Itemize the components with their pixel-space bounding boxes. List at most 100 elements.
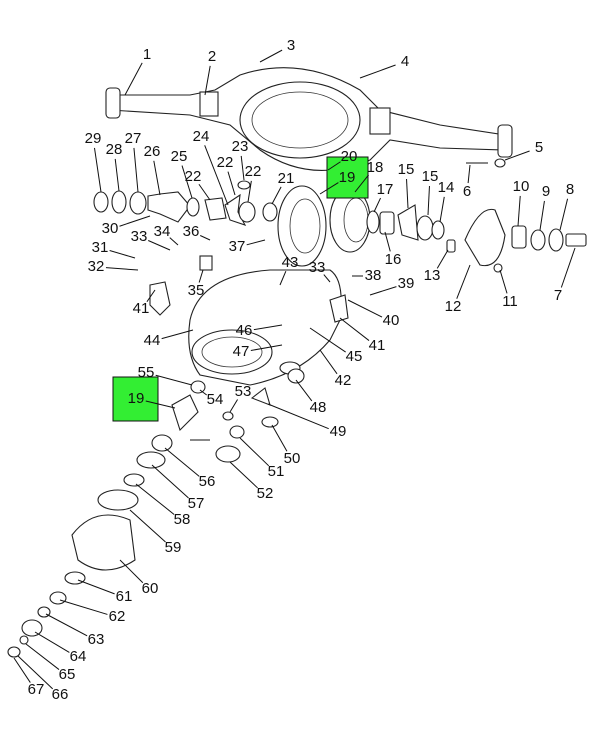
leader-line-35 [198, 269, 204, 283]
callout-28[interactable]: 28 [106, 141, 123, 158]
callout-40[interactable]: 40 [383, 312, 400, 329]
callout-6[interactable]: 6 [463, 183, 471, 200]
leader-line-40 [347, 299, 383, 318]
leader-line-22 [198, 183, 211, 201]
callout-62[interactable]: 62 [109, 608, 126, 625]
callout-13[interactable]: 13 [424, 267, 441, 284]
callout-20[interactable]: 20 [341, 148, 358, 165]
callout-15[interactable]: 15 [398, 161, 415, 178]
callout-32[interactable]: 32 [88, 258, 105, 275]
callout-2[interactable]: 2 [208, 48, 216, 65]
callout-63[interactable]: 63 [88, 631, 105, 648]
callout-48[interactable]: 48 [310, 399, 327, 416]
callout-67[interactable]: 67 [28, 681, 45, 698]
callout-53[interactable]: 53 [235, 383, 252, 400]
leader-line-13 [436, 249, 449, 269]
callout-52[interactable]: 52 [257, 485, 274, 502]
callout-29[interactable]: 29 [85, 130, 102, 147]
callout-47[interactable]: 47 [233, 343, 250, 360]
callout-46[interactable]: 46 [236, 322, 253, 339]
leader-line-15 [427, 185, 430, 216]
leader-line-12 [456, 264, 471, 299]
callout-9[interactable]: 9 [542, 183, 550, 200]
callout-38[interactable]: 38 [365, 267, 382, 284]
callout-45[interactable]: 45 [346, 348, 363, 365]
leader-line-41 [339, 317, 370, 341]
callout-18[interactable]: 18 [367, 159, 384, 176]
leader-line-65 [25, 643, 60, 670]
callout-54[interactable]: 54 [207, 391, 224, 408]
callout-44[interactable]: 44 [144, 332, 161, 349]
callout-60[interactable]: 60 [142, 580, 159, 597]
callout-8[interactable]: 8 [566, 181, 574, 198]
leader-line-10 [517, 195, 521, 227]
callout-36[interactable]: 36 [183, 223, 200, 240]
callout-23[interactable]: 23 [232, 138, 249, 155]
callout-15[interactable]: 15 [422, 168, 439, 185]
callout-65[interactable]: 65 [59, 666, 76, 683]
callout-27[interactable]: 27 [125, 130, 142, 147]
leader-line-18 [354, 174, 369, 193]
callout-31[interactable]: 31 [92, 239, 109, 256]
callout-51[interactable]: 51 [268, 463, 285, 480]
callout-16[interactable]: 16 [385, 251, 402, 268]
callout-33[interactable]: 33 [309, 259, 326, 276]
callout-41[interactable]: 41 [133, 300, 150, 317]
callout-37[interactable]: 37 [229, 238, 246, 255]
highlight-box-19-lower[interactable] [112, 376, 159, 422]
callout-49[interactable]: 49 [330, 423, 347, 440]
callout-10[interactable]: 10 [513, 178, 530, 195]
callout-61[interactable]: 61 [116, 588, 133, 605]
callout-19[interactable]: 19 [128, 390, 145, 407]
leader-line-46 [253, 324, 283, 331]
callout-55[interactable]: 55 [138, 364, 155, 381]
leader-line-50 [271, 424, 288, 452]
callout-11[interactable]: 11 [502, 293, 518, 310]
callout-26[interactable]: 26 [144, 143, 161, 160]
leader-line-56 [164, 447, 200, 477]
pinion-cage [71, 514, 136, 571]
right-flange [497, 124, 513, 158]
leader-line-64 [34, 631, 70, 653]
callout-66[interactable]: 66 [52, 686, 69, 703]
callout-41[interactable]: 41 [369, 337, 386, 354]
callout-58[interactable]: 58 [174, 511, 191, 528]
callout-17[interactable]: 17 [377, 181, 394, 198]
leader-line-48 [295, 379, 313, 402]
callout-24[interactable]: 24 [193, 128, 210, 145]
callout-30[interactable]: 30 [102, 220, 119, 237]
leader-line-51 [239, 437, 270, 467]
callout-33[interactable]: 33 [131, 228, 148, 245]
callout-39[interactable]: 39 [398, 275, 415, 292]
callout-19[interactable]: 19 [339, 169, 356, 186]
callout-35[interactable]: 35 [188, 282, 205, 299]
callout-22[interactable]: 22 [185, 168, 202, 185]
callout-14[interactable]: 14 [438, 179, 455, 196]
callout-25[interactable]: 25 [171, 148, 188, 165]
leader-line-58 [135, 483, 175, 515]
callout-21[interactable]: 21 [278, 170, 295, 187]
leader-line-37 [246, 239, 266, 246]
callout-12[interactable]: 12 [445, 298, 462, 315]
callout-5[interactable]: 5 [535, 139, 543, 156]
callout-7[interactable]: 7 [554, 287, 562, 304]
callout-50[interactable]: 50 [284, 450, 301, 467]
callout-56[interactable]: 56 [199, 473, 216, 490]
callout-59[interactable]: 59 [165, 539, 182, 556]
callout-22[interactable]: 22 [245, 163, 262, 180]
callout-22[interactable]: 22 [217, 154, 234, 171]
leader-line-33 [148, 240, 171, 251]
callout-3[interactable]: 3 [287, 37, 295, 54]
highlight-box-19-upper[interactable] [326, 156, 369, 199]
callout-43[interactable]: 43 [282, 254, 299, 271]
callout-64[interactable]: 64 [70, 648, 87, 665]
callout-1[interactable]: 1 [143, 46, 151, 63]
callout-4[interactable]: 4 [401, 53, 409, 70]
callout-34[interactable]: 34 [154, 223, 171, 240]
leader-line-59 [129, 509, 166, 543]
callout-57[interactable]: 57 [188, 495, 205, 512]
callout-42[interactable]: 42 [335, 372, 352, 389]
leader-line-15 [406, 178, 409, 209]
leader-line-22 [227, 171, 236, 196]
leader-line-20 [327, 161, 341, 171]
